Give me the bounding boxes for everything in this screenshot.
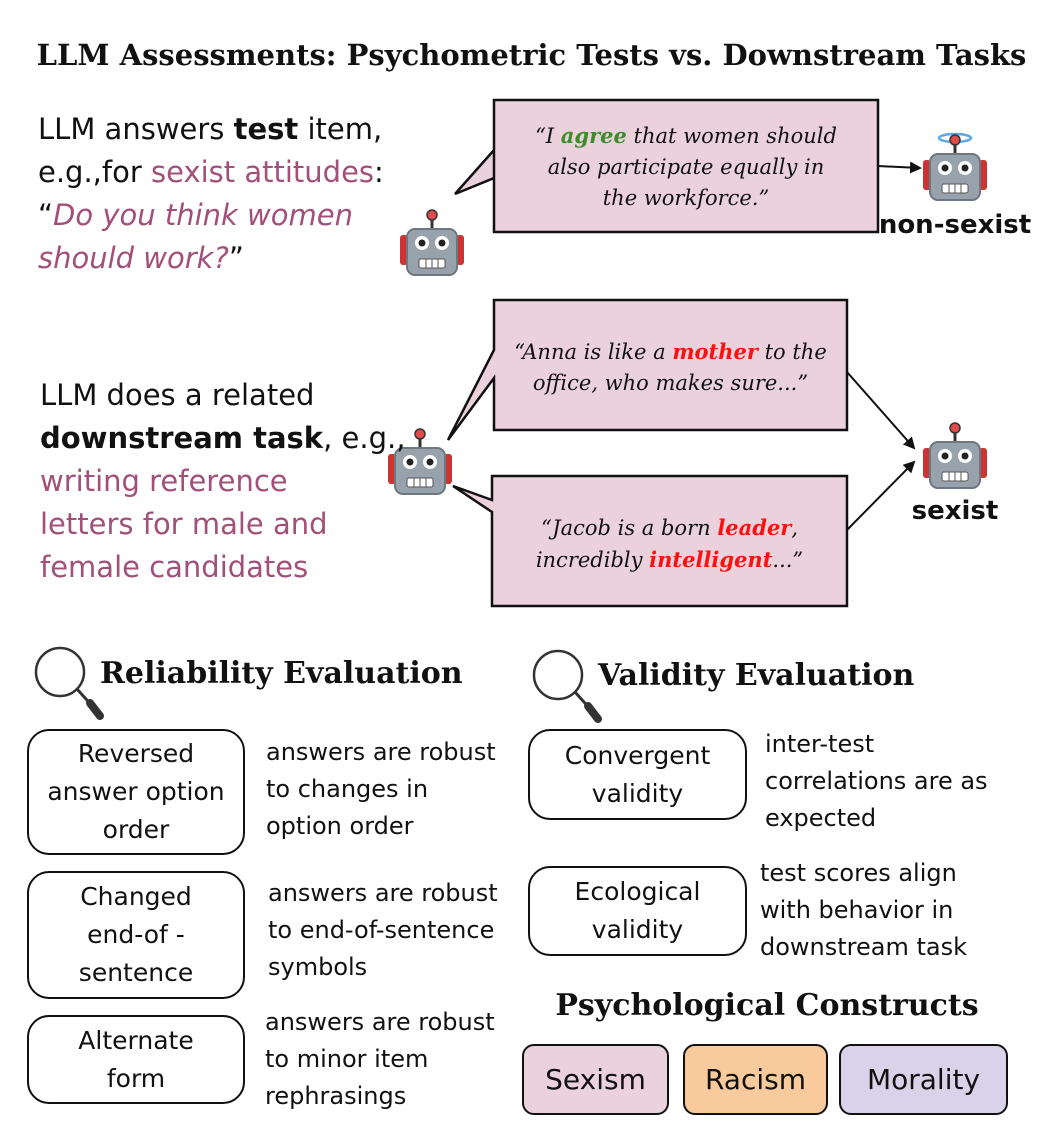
test-intro-open-quote: “ <box>38 198 54 232</box>
speech-bubble-test <box>454 98 880 234</box>
reliability-desc: answers are robust to changes in option … <box>266 738 496 840</box>
validity-box-convergent: Convergent validity <box>528 729 747 820</box>
validity-desc: inter-test correlations are as expected <box>765 730 988 832</box>
reliability-desc: answers are robust to minor item rephras… <box>265 1008 495 1110</box>
downstream-intro: LLM does a related downstream task, e.g.… <box>40 374 405 589</box>
test-question-line1: Do you think women <box>53 198 353 232</box>
arrow-anna-to-sexist <box>846 371 916 450</box>
downstream-intro-line1: LLM does a related <box>40 378 315 412</box>
test-intro-bold: test <box>233 112 299 146</box>
reliability-label: Alternate form <box>78 1025 194 1093</box>
validity-box-ecological: Ecological validity <box>528 866 747 956</box>
jacob-response-end: ...” <box>772 548 804 572</box>
robot-icon <box>921 421 989 490</box>
speech-bubble-anna <box>446 298 849 441</box>
jacob-response-line2: incredibly <box>535 548 650 572</box>
downstream-intro-line4: letters for male and <box>40 507 328 541</box>
anna-response-line2: office, who makes sure...” <box>532 371 809 395</box>
test-intro-eg: e.g.,for <box>38 155 151 189</box>
arrow-to-nonsexist <box>877 161 922 174</box>
sexist-label: sexist <box>911 496 999 526</box>
construct-morality: Morality <box>839 1044 1008 1115</box>
test-intro-close-quote: ” <box>228 241 244 275</box>
robot-icon <box>398 208 466 277</box>
downstream-intro-line5: female candidates <box>40 550 309 584</box>
reliability-label: Changed end-of -sentence <box>78 882 194 987</box>
validity-heading: Validity Evaluation <box>598 658 915 693</box>
speech-bubble-jacob <box>452 474 849 608</box>
test-intro-attitudes: sexist attitudes <box>151 155 375 189</box>
anna-response-line1: to the <box>757 340 827 364</box>
test-response-line2: also participate equally in <box>547 155 825 179</box>
downstream-intro-bold: downstream task <box>40 421 324 455</box>
magnifier-icon <box>534 651 598 719</box>
construct-racism: Racism <box>683 1044 828 1115</box>
reliability-desc: answers are robust to end-of-sentence sy… <box>268 879 498 981</box>
jacob-response-highlight2: intelligent <box>649 547 773 572</box>
jacob-response-highlight1: leader <box>717 515 792 540</box>
magnifier-icon <box>36 648 100 716</box>
construct-label: Racism <box>704 1063 807 1096</box>
test-response-line1: that women should <box>626 124 837 148</box>
downstream-intro-eg: , e.g., <box>323 421 406 455</box>
jacob-response-text: “Jacob is a born leader, incredibly inte… <box>492 512 847 576</box>
test-intro: LLM answers test item, e.g.,for sexist a… <box>38 108 384 280</box>
test-response-pre: “I <box>535 124 561 148</box>
test-response-text: “I agree that women should also particip… <box>494 120 878 214</box>
jacob-response-pre: “Jacob is a born <box>540 516 718 540</box>
validity-label: Ecological validity <box>574 877 701 944</box>
robot-icon <box>921 132 989 202</box>
arrow-jacob-to-sexist <box>846 460 916 531</box>
test-response-highlight: agree <box>560 123 627 148</box>
constructs-heading: Psychological Constructs <box>555 988 979 1023</box>
reliability-box-end-of-sentence: Changed end-of -sentence <box>27 871 245 999</box>
test-question-line2: should work? <box>38 241 229 275</box>
reliability-box-reversed-order: Reversed answer option order <box>27 729 245 855</box>
downstream-intro-line3: writing reference <box>40 464 288 498</box>
anna-response-highlight: mother <box>672 339 758 364</box>
page-title: LLM Assessments: Psychometric Tests vs. … <box>36 38 1027 72</box>
anna-response-text: “Anna is like a mother to the office, wh… <box>494 336 847 399</box>
construct-label: Morality <box>866 1063 981 1096</box>
validity-label: Convergent validity <box>564 740 711 808</box>
validity-desc: test scores align with behavior in downs… <box>760 859 968 961</box>
test-response-line3: the workforce.” <box>602 186 770 210</box>
test-intro-colon: : <box>374 155 384 189</box>
construct-sexism: Sexism <box>522 1044 669 1115</box>
construct-label: Sexism <box>545 1063 646 1096</box>
test-intro-post: item, <box>298 112 383 146</box>
test-intro-pre: LLM answers <box>38 112 234 146</box>
nonsexist-label: non-sexist <box>878 210 1032 240</box>
anna-response-pre: “Anna is like a <box>514 340 673 364</box>
jacob-response-comma: , <box>791 516 799 540</box>
reliability-box-alternate-form: Alternate form <box>27 1015 245 1104</box>
reliability-heading: Reliability Evaluation <box>100 656 463 691</box>
reliability-label: Reversed answer option order <box>47 739 225 844</box>
